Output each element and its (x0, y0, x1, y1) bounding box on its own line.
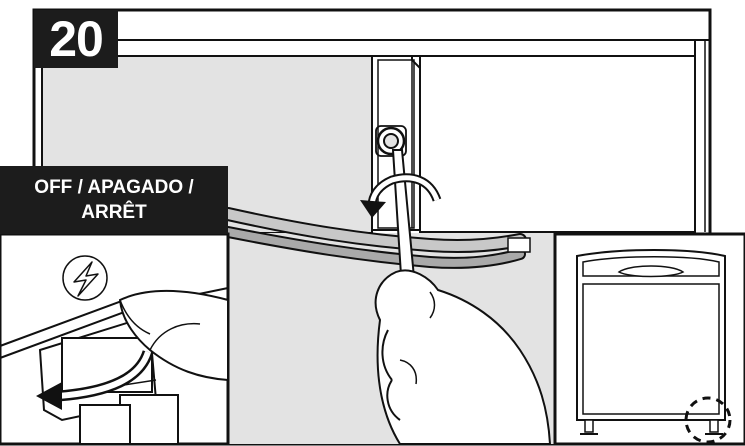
step-number-badge: 20 (34, 10, 118, 68)
power-switch-inset (0, 234, 228, 444)
power-off-label: OFF / APAGADO / ARRÊT (0, 166, 228, 234)
dishwasher-inset (555, 234, 745, 444)
lightning-bolt-icon (63, 256, 107, 300)
